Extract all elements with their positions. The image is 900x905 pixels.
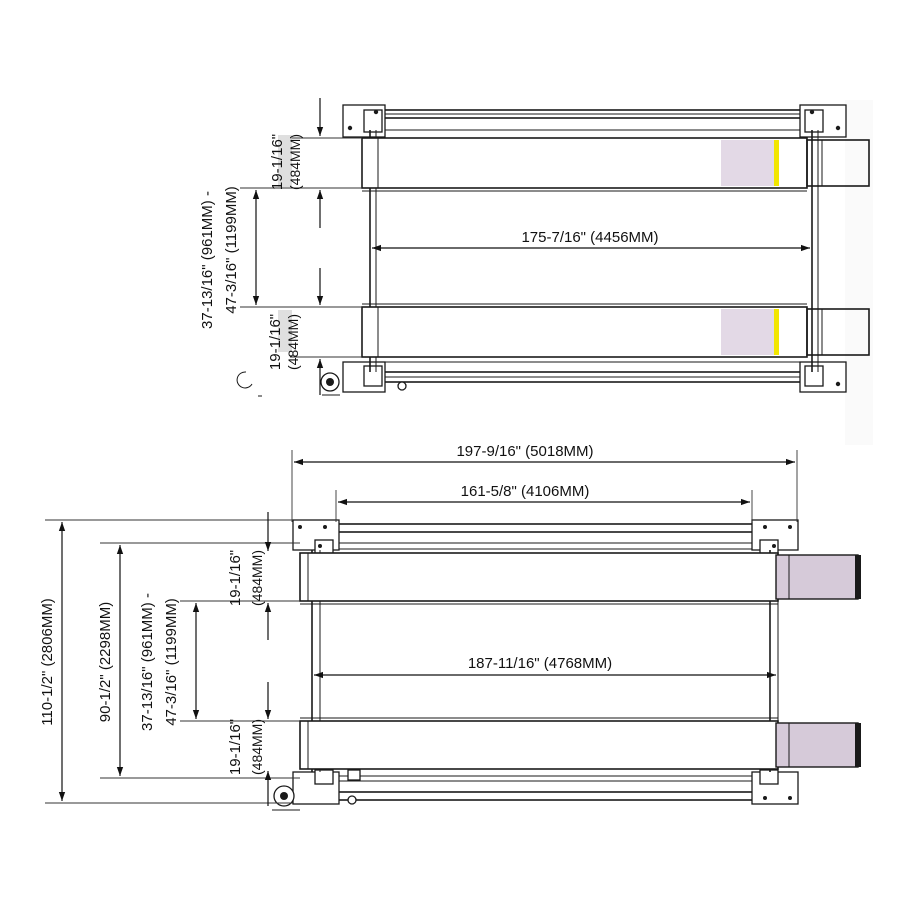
top-view-upper-runway-label-b: (484MM) [287,134,303,190]
top-view-post-top-right [799,104,847,138]
top-view-lower-ramp [806,308,870,356]
bottom-view-post-top-left [292,519,340,555]
bottom-view-upper-runway [299,552,861,605]
top-view: 175-7/16" (4456MM) 19-1/16" (484MM) 19-1… [199,98,873,445]
bottom-view-post-spacing-label: 161-5/8" (4106MM) [461,483,590,500]
top-view-post-bottom-right [799,361,847,393]
bottom-view-upper-runway-label-a: 19-1/16" [227,550,244,606]
top-view-lower-crossbeam [359,361,816,383]
bottom-view-runway-length-label: 187-11/16" (4768MM) [468,655,612,672]
top-view-lower-runway-label-a: 19-1/16" [267,314,284,370]
bottom-view-lower-ramp [775,722,859,768]
bottom-view-upper-ramp [775,554,859,600]
bottom-view-upper-crossbeam [299,523,791,550]
bottom-view-overall-width-label: 110-1/2" (2806MM) [39,598,56,726]
bottom-view-lower-crossbeam [299,775,791,801]
bottom-view-lower-runway-label-b: (484MM) [249,719,265,775]
top-view-upper-runway [361,137,870,192]
top-view-post-bottom-left [320,361,407,396]
top-view-gap-label-b: 47-3/16" (1199MM) [223,186,240,314]
bottom-view-gap-label-a: 37-13/16" (961MM) - [139,593,156,731]
bottom-view-overall-length-label: 197-9/16" (5018MM) [456,443,593,460]
top-view-gap-label-a: 37-13/16" (961MM) - [199,191,216,329]
top-view-post-top-left [342,104,386,138]
top-view-lower-label-marker [278,310,292,352]
bottom-view-post-top-right [751,519,799,555]
top-view-width-label: 175-7/16" (4456MM) [521,229,658,246]
bottom-view-gap-label-b: 47-3/16" (1199MM) [163,598,180,726]
bottom-view-lower-runway [299,717,861,770]
bottom-view-post-bottom-right [751,769,799,805]
bottom-view-inner-width-label: 90-1/2" (2298MM) [97,602,114,722]
top-view-upper-label-marker [278,135,292,187]
top-view-lower-runway [361,303,870,358]
top-view-upper-crossbeam [359,109,816,131]
bottom-view-upper-runway-label-b: (484MM) [249,550,265,606]
top-view-hose-reel-icon [236,371,262,397]
top-view-upper-ramp [806,139,870,187]
bottom-view-lower-runway-label-a: 19-1/16" [227,719,244,775]
bottom-view-post-bottom-left [272,769,361,811]
top-view-upper-runway-label-a: 19-1/16" [269,134,286,190]
top-view-lower-runway-label-b: (484MM) [285,314,301,370]
bottom-view: 197-9/16" (5018MM) 161-5/8" (4106MM) 187… [39,443,861,811]
